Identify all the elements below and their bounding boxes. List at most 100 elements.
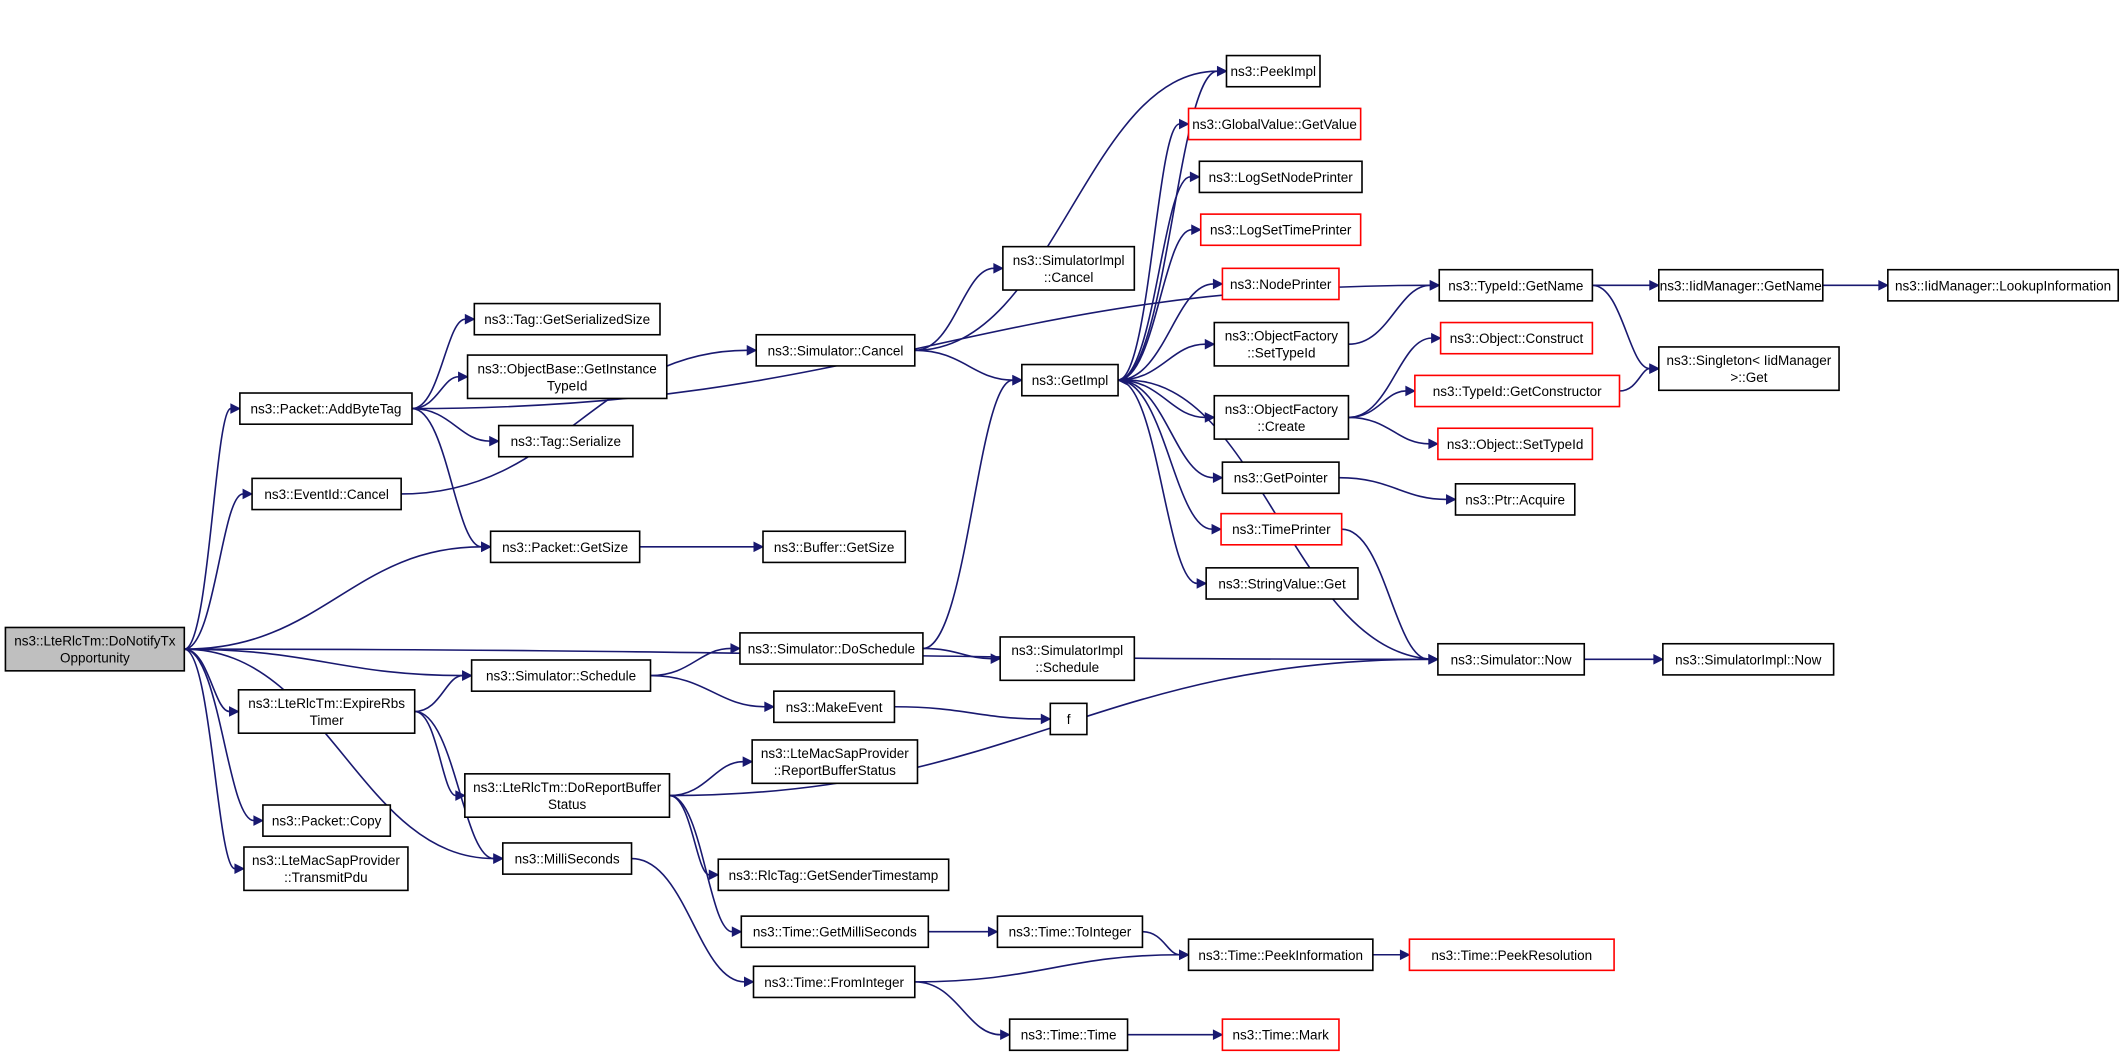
edge-simcancel-to-getimpl — [914, 349, 1013, 381]
node-simimplsched[interactable]: ns3::SimulatorImpl::Schedule — [999, 636, 1136, 682]
arrowhead-schedule-to-makeevent — [764, 701, 775, 713]
node-label: Status — [548, 797, 587, 812]
edge-doreport-to-reportbuf — [669, 760, 744, 797]
node-transmitpdu[interactable]: ns3::LteMacSapProvider::TransmitPdu — [243, 846, 409, 892]
node-makeevent[interactable]: ns3::MakeEvent — [773, 690, 896, 724]
node-timetime[interactable]: ns3::Time::Time — [1008, 1018, 1129, 1052]
node-taggetser[interactable]: ns3::Tag::GetSerializedSize — [473, 302, 661, 336]
node-tagser[interactable]: ns3::Tag::Serialize — [497, 424, 634, 458]
node-tointeger[interactable]: ns3::Time::ToInteger — [996, 915, 1144, 949]
node-objsettypeid[interactable]: ns3::Object::SetTypeId — [1437, 427, 1594, 461]
node-simimplcancel[interactable]: ns3::SimulatorImpl::Cancel — [1002, 245, 1136, 291]
node-label: ns3::TypeId::GetName — [1448, 278, 1583, 293]
edge-root-to-pktcopy — [184, 648, 255, 822]
node-label: ns3::GetImpl — [1032, 373, 1109, 388]
node-pktgetsize[interactable]: ns3::Packet::GetSize — [489, 530, 641, 564]
node-frominteger[interactable]: ns3::Time::FromInteger — [752, 965, 916, 999]
node-label: ns3::Packet::AddByteTag — [251, 402, 402, 417]
arrowhead-getimpl-to-timeprinter — [1211, 523, 1223, 535]
node-getpointer[interactable]: ns3::GetPointer — [1221, 461, 1340, 495]
edge-getimpl-to-objfactcreate — [1118, 379, 1206, 419]
node-timemark[interactable]: ns3::Time::Mark — [1221, 1018, 1340, 1052]
arrowhead-getimpl-to-stringvalue — [1196, 578, 1208, 589]
node-box — [996, 915, 1144, 949]
node-objconstruct[interactable]: ns3::Object::Construct — [1439, 321, 1594, 355]
node-iidgetname[interactable]: ns3::IidManager::GetName — [1658, 268, 1824, 302]
node-rlctag[interactable]: ns3::RlcTag::GetSenderTimestamp — [717, 858, 950, 892]
node-nodeprinter[interactable]: ns3::NodePrinter — [1221, 267, 1340, 301]
node-timeprinter[interactable]: ns3::TimePrinter — [1220, 512, 1343, 546]
node-label: ns3::SimulatorImpl — [1013, 253, 1125, 268]
edge-makeevent-to-f — [894, 705, 1042, 720]
node-globalvalue[interactable]: ns3::GlobalValue::GetValue — [1187, 107, 1362, 141]
node-label: Opportunity — [60, 651, 130, 666]
node-label: ns3::LogSetTimePrinter — [1210, 223, 1352, 238]
node-stringvalue[interactable]: ns3::StringValue::Get — [1205, 567, 1359, 600]
node-label: ns3::IidManager::GetName — [1660, 278, 1822, 293]
arrowhead-addbytetag-to-pktgetsize — [481, 541, 492, 553]
node-eventcancel[interactable]: ns3::EventId::Cancel — [251, 477, 402, 511]
arrowhead-getimpl-to-peekimpl — [1216, 65, 1228, 77]
arrowhead-root-to-expirerbs — [229, 706, 240, 717]
node-doschedule[interactable]: ns3::Simulator::DoSchedule — [739, 632, 924, 665]
node-bufgetsize[interactable]: ns3::Buffer::GetSize — [762, 530, 907, 564]
node-label: ns3::LteMacSapProvider — [761, 746, 909, 761]
node-label: ns3::Time::GetMilliSeconds — [753, 925, 917, 940]
node-box — [470, 659, 652, 692]
edge-typeidgetctor-to-singleton — [1619, 367, 1651, 392]
node-typeidgetname[interactable]: ns3::TypeId::GetName — [1438, 268, 1594, 302]
edge-getpointer-to-ptracquire — [1338, 476, 1447, 501]
node-lognode[interactable]: ns3::LogSetNodePrinter — [1198, 160, 1363, 194]
node-peekimpl[interactable]: ns3::PeekImpl — [1225, 54, 1321, 88]
node-millis[interactable]: ns3::MilliSeconds — [501, 842, 633, 875]
node-box — [1438, 268, 1594, 302]
node-label: ns3::GetPointer — [1234, 471, 1328, 486]
node-iidlookup[interactable]: ns3::IidManager::LookupInformation — [1887, 268, 2120, 302]
node-label: ns3::Simulator::DoSchedule — [748, 641, 915, 656]
node-simimplnow[interactable]: ns3::SimulatorImpl::Now — [1662, 642, 1835, 676]
node-box — [751, 739, 919, 785]
node-peekinfo[interactable]: ns3::Time::PeekInformation — [1187, 938, 1374, 972]
node-label: ns3::Singleton< IidManager — [1667, 353, 1832, 368]
node-label: ns3::ObjectFactory — [1225, 329, 1339, 344]
node-logtime[interactable]: ns3::LogSetTimePrinter — [1199, 213, 1362, 247]
node-simnow[interactable]: ns3::Simulator::Now — [1437, 642, 1586, 676]
node-ptracquire[interactable]: ns3::Ptr::Acquire — [1454, 483, 1576, 516]
node-box — [1225, 54, 1321, 88]
edge-expirerbs-to-millis — [414, 710, 494, 860]
node-box — [4, 626, 186, 672]
node-label: ::TransmitPdu — [284, 870, 368, 885]
edge-schedule-to-makeevent — [650, 674, 765, 708]
edge-root-to-transmitpdu — [184, 648, 236, 870]
node-objfactcreate[interactable]: ns3::ObjectFactory::Create — [1213, 394, 1350, 440]
edge-addbytetag-to-objbase — [411, 375, 459, 410]
node-schedule[interactable]: ns3::Simulator::Schedule — [470, 659, 652, 692]
node-simcancel[interactable]: ns3::Simulator::Cancel — [755, 333, 916, 367]
node-label: ns3::Time::PeekInformation — [1198, 948, 1363, 963]
arrowhead-objfactcreate-to-objsettypeid — [1428, 438, 1440, 450]
node-addbytetag[interactable]: ns3::Packet::AddByteTag — [239, 392, 413, 425]
node-getmillis[interactable]: ns3::Time::GetMilliSeconds — [740, 915, 930, 949]
node-label: ns3::Time::ToInteger — [1009, 925, 1132, 940]
node-label: ns3::Tag::Serialize — [511, 434, 621, 449]
node-objfactsettype[interactable]: ns3::ObjectFactory::SetTypeId — [1213, 321, 1350, 367]
node-singleton[interactable]: ns3::Singleton< IidManager>::Get — [1658, 346, 1840, 392]
node-f[interactable]: f — [1049, 702, 1088, 736]
node-box — [752, 965, 916, 999]
arrowhead-simnow-to-simimplnow — [1653, 654, 1664, 665]
node-reportbuf[interactable]: ns3::LteMacSapProvider::ReportBufferStat… — [751, 739, 919, 785]
node-box — [1454, 483, 1576, 516]
node-box — [464, 773, 671, 819]
node-pktcopy[interactable]: ns3::Packet::Copy — [262, 804, 392, 837]
node-typeidgetctor[interactable]: ns3::TypeId::GetConstructor — [1414, 374, 1621, 408]
node-getimpl[interactable]: ns3::GetImpl — [1021, 363, 1119, 397]
node-peekres[interactable]: ns3::Time::PeekResolution — [1408, 938, 1615, 972]
node-label: ns3::TimePrinter — [1232, 522, 1331, 537]
node-label: ns3::MilliSeconds — [515, 852, 620, 867]
edge-addbytetag-to-pktgetsize — [411, 407, 482, 548]
